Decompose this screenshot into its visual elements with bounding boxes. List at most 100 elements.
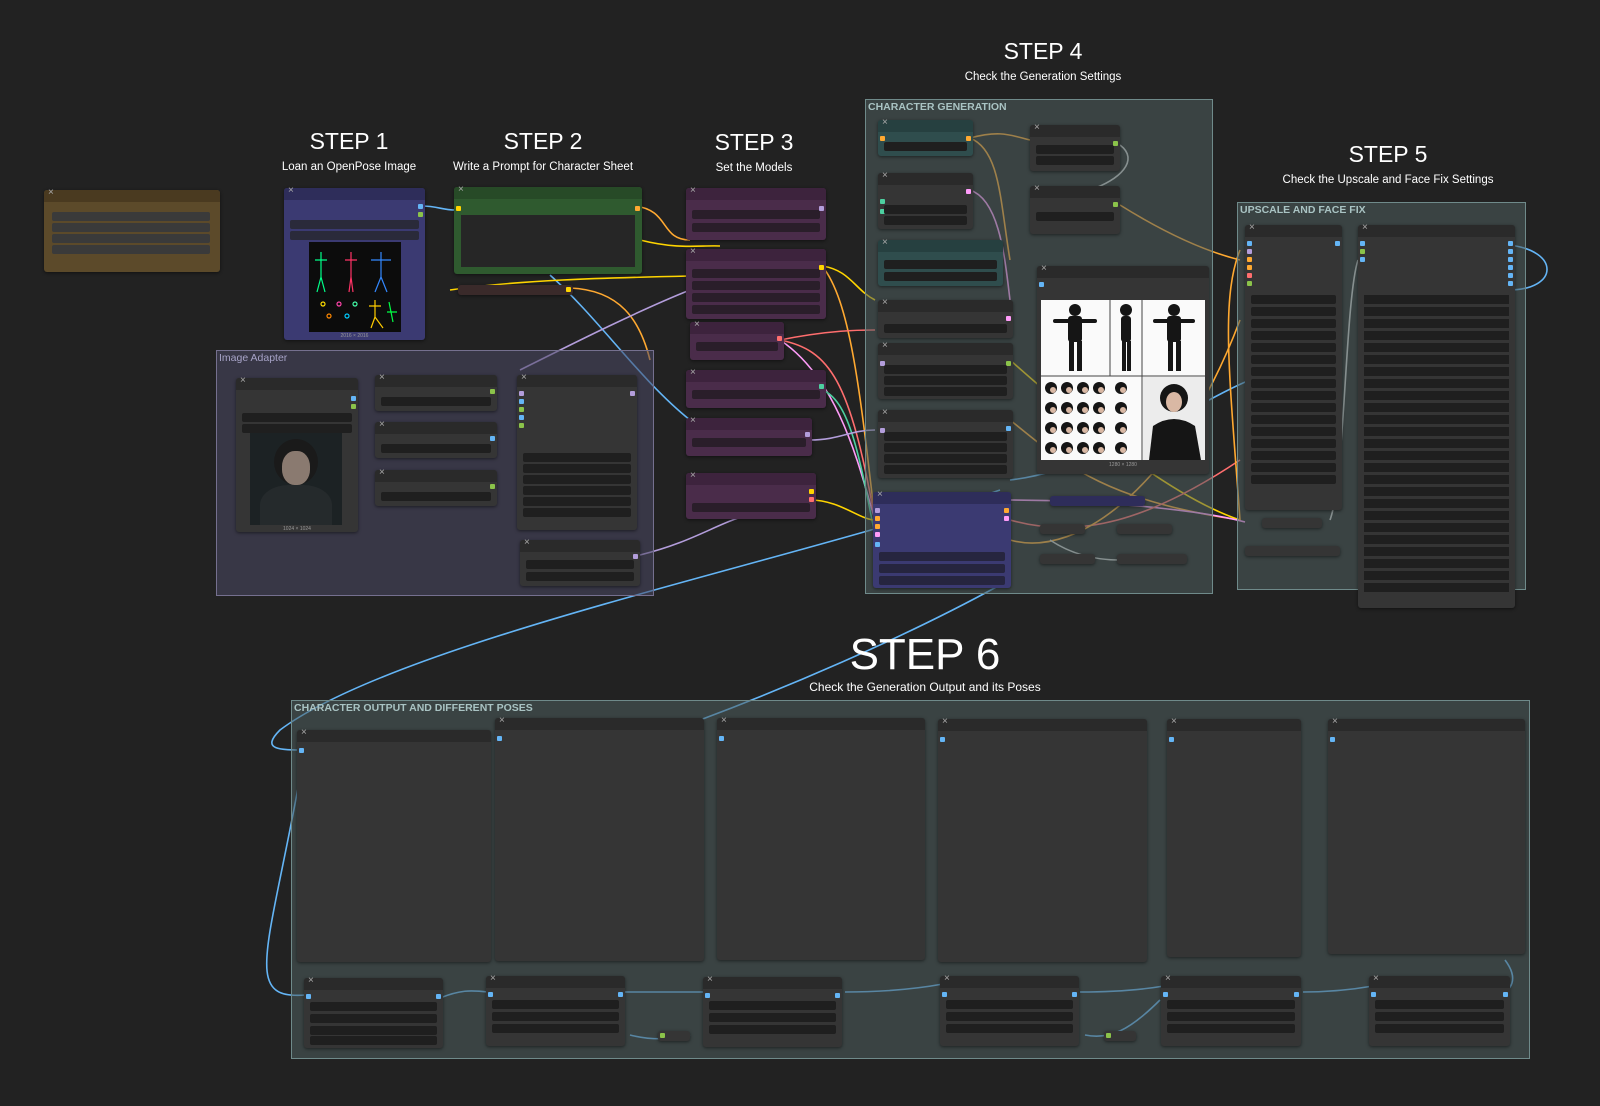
node-header[interactable]: [1328, 716, 1525, 731]
widget-row[interactable]: [1251, 439, 1336, 448]
widget-row[interactable]: [1251, 355, 1336, 364]
input-port[interactable]: [1371, 992, 1376, 997]
widget-row[interactable]: [310, 1002, 437, 1011]
node-header[interactable]: [1245, 222, 1342, 237]
widget-row[interactable]: [884, 365, 1007, 374]
node-header[interactable]: [878, 297, 1013, 312]
widget-row[interactable]: [523, 453, 631, 462]
node-header[interactable]: [236, 375, 358, 390]
node-header[interactable]: [304, 975, 443, 990]
input-port[interactable]: [719, 736, 724, 741]
controlnet-loader-node[interactable]: [686, 367, 826, 408]
output-port[interactable]: [777, 336, 782, 341]
input-port[interactable]: [880, 209, 885, 214]
widget-row[interactable]: [696, 342, 778, 351]
input-port[interactable]: [519, 415, 524, 420]
output-port[interactable]: [618, 992, 623, 997]
reroute-node[interactable]: [1117, 524, 1172, 534]
widget-row[interactable]: [1375, 1012, 1504, 1021]
node-header[interactable]: [686, 470, 816, 485]
face-detailer-widgets[interactable]: [1364, 295, 1509, 595]
widget-row[interactable]: [884, 324, 1007, 333]
widget-row[interactable]: [879, 552, 1005, 561]
input-port[interactable]: [940, 737, 945, 742]
widget-row[interactable]: [1167, 1024, 1295, 1033]
prompt-text-node[interactable]: [454, 184, 642, 274]
node-header[interactable]: [878, 170, 973, 185]
input-port[interactable]: [519, 399, 524, 404]
controlnet-apply-node[interactable]: [878, 170, 973, 229]
widget-row[interactable]: [492, 1000, 619, 1009]
widget-row[interactable]: [692, 305, 820, 314]
input-port[interactable]: [456, 206, 461, 211]
node-header[interactable]: [703, 974, 842, 989]
output-port[interactable]: [1508, 265, 1513, 270]
output-port[interactable]: [1294, 992, 1299, 997]
widget-row[interactable]: [709, 1001, 836, 1010]
node-header[interactable]: [375, 467, 497, 482]
node-header[interactable]: [517, 372, 637, 387]
input-port[interactable]: [875, 508, 880, 513]
output-port[interactable]: [1072, 992, 1077, 997]
image-crop-node[interactable]: [304, 975, 443, 1048]
node-header[interactable]: [486, 973, 625, 988]
widget-row[interactable]: [523, 464, 631, 473]
output-port[interactable]: [1006, 361, 1011, 366]
node-header[interactable]: [717, 715, 925, 730]
output-port[interactable]: [633, 554, 638, 559]
input-port[interactable]: [299, 748, 304, 753]
widget-row[interactable]: [884, 205, 967, 214]
input-port[interactable]: [1039, 282, 1044, 287]
widget-row[interactable]: [1375, 1000, 1504, 1009]
reroute-node[interactable]: [1245, 546, 1340, 556]
image-crop-node[interactable]: [940, 973, 1079, 1046]
input-port[interactable]: [1330, 737, 1335, 742]
widget-row[interactable]: [884, 454, 1007, 463]
input-port[interactable]: [942, 992, 947, 997]
load-reference-image-node[interactable]: 1024 × 1024: [236, 375, 358, 532]
widget-row[interactable]: [290, 231, 419, 240]
node-header[interactable]: [686, 367, 826, 382]
output-port[interactable]: [835, 993, 840, 998]
output-port[interactable]: [1006, 316, 1011, 321]
output-port[interactable]: [418, 212, 423, 217]
output-port[interactable]: [418, 204, 423, 209]
node-header[interactable]: [940, 973, 1079, 988]
widget-row[interactable]: [884, 387, 1007, 396]
widget-row[interactable]: [242, 424, 352, 433]
widget-row[interactable]: [692, 438, 806, 447]
node-header[interactable]: [686, 246, 826, 261]
output-port[interactable]: [566, 287, 571, 292]
widget-row[interactable]: [1251, 475, 1336, 484]
widget-row[interactable]: [492, 1024, 619, 1033]
reroute-node[interactable]: [1117, 554, 1187, 564]
lora-loader-node[interactable]: [520, 537, 640, 586]
output-port[interactable]: [490, 389, 495, 394]
widget-row[interactable]: [1036, 145, 1114, 154]
clip-vision-loader-node[interactable]: [375, 372, 497, 411]
output-port[interactable]: [1508, 249, 1513, 254]
output-port[interactable]: [1335, 241, 1340, 246]
widget-row[interactable]: [1251, 379, 1336, 388]
widget-row[interactable]: [52, 212, 210, 221]
node-header[interactable]: [1037, 263, 1209, 278]
node-header[interactable]: [375, 372, 497, 387]
widget-row[interactable]: [492, 1012, 619, 1021]
output-port[interactable]: [351, 396, 356, 401]
input-port[interactable]: [1247, 265, 1252, 270]
widget-row[interactable]: [692, 210, 820, 219]
face-detector-loader-node[interactable]: [686, 470, 816, 519]
input-port[interactable]: [875, 524, 880, 529]
input-port[interactable]: [497, 736, 502, 741]
widget-row[interactable]: [1251, 343, 1336, 352]
node-header[interactable]: [375, 419, 497, 434]
insightface-loader-node[interactable]: [375, 467, 497, 506]
widget-row[interactable]: [526, 560, 634, 569]
node-header[interactable]: [690, 319, 784, 334]
output-port[interactable]: [436, 994, 441, 999]
output-port[interactable]: [819, 206, 824, 211]
input-port[interactable]: [306, 994, 311, 999]
image-crop-node[interactable]: [703, 974, 842, 1047]
widget-row[interactable]: [946, 1000, 1073, 1009]
widget-row[interactable]: [526, 572, 634, 581]
